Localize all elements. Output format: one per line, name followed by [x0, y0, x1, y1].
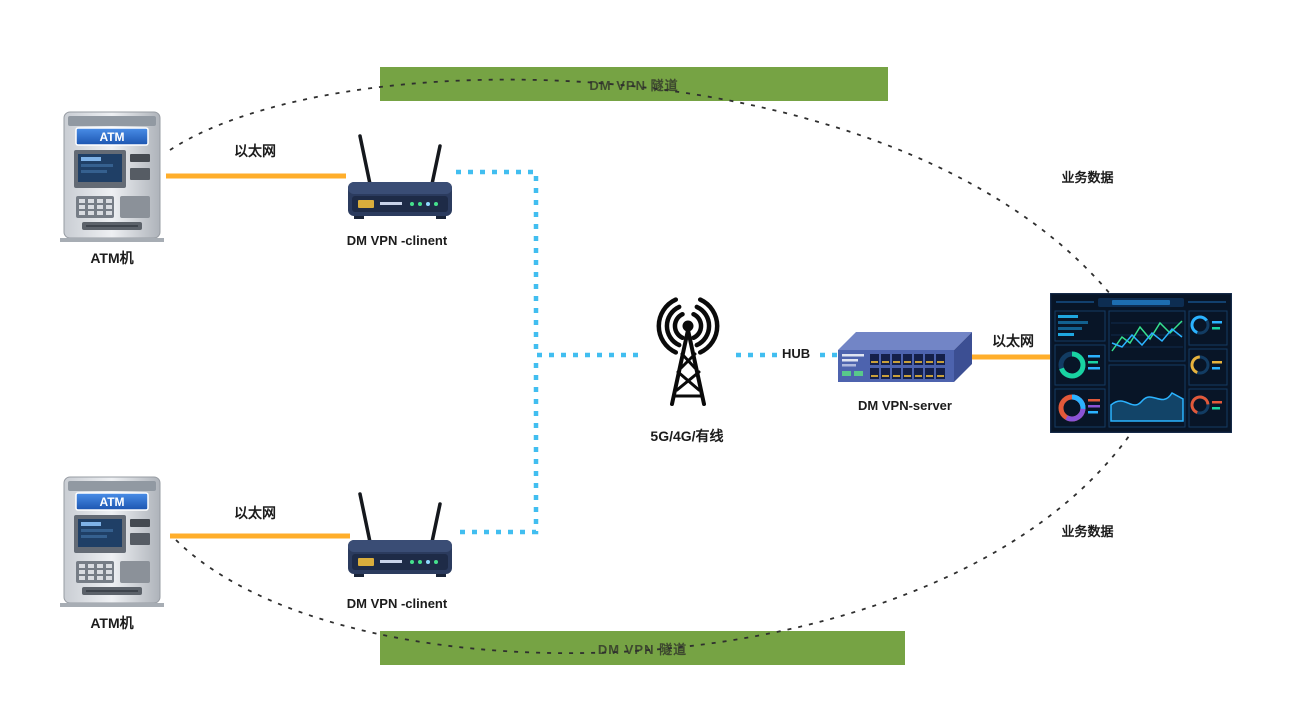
hub-label: HUB	[779, 346, 814, 361]
ethernet-label-bottom: 以太网	[234, 505, 276, 521]
atm-icon: ATM	[60, 476, 164, 607]
wireless-link-top	[456, 169, 642, 358]
vpn-tunnel-arc-top	[169, 78, 1143, 339]
switch-icon	[838, 332, 972, 382]
dashboard-screen-icon	[1049, 292, 1233, 434]
switch-ports	[870, 354, 945, 379]
vpn-server-label: DM VPN-server	[858, 398, 952, 413]
atm-machine-top: ATM	[60, 110, 164, 247]
ethernet-label-top: 以太网	[234, 143, 276, 159]
atm-machine-bottom: ATM	[60, 475, 164, 612]
ethernet-label-right: 以太网	[992, 333, 1034, 349]
router-icon	[348, 492, 452, 577]
antenna-icon	[656, 297, 720, 406]
vpn-tunnel-banner-bottom: DM VPN 隧道	[380, 631, 905, 665]
atm-icon: ATM	[60, 111, 164, 242]
atm-badge: ATM	[99, 130, 124, 144]
antenna-label: 5G/4G/有线	[650, 428, 724, 444]
atm-badge: ATM	[99, 495, 124, 509]
vpn-server-switch	[836, 326, 974, 393]
wireless-link-bottom	[460, 360, 539, 535]
business-data-label-top: 业务数据	[1061, 170, 1114, 185]
cellular-antenna	[633, 292, 743, 429]
dashboard-monitor	[1049, 292, 1233, 438]
business-data-label-bottom: 业务数据	[1061, 524, 1114, 539]
vpn-client-router-top	[340, 130, 460, 235]
vpn-client-router-bottom	[340, 488, 460, 593]
router-icon	[348, 134, 452, 219]
vpn-tunnel-arc-bottom	[175, 419, 1141, 655]
vpn-client-bottom-label: DM VPN -clinent	[346, 596, 448, 611]
vpn-tunnel-banner-bottom-label: DM VPN 隧道	[597, 641, 688, 657]
atm-top-label: ATM机	[90, 250, 134, 266]
vpn-client-top-label: DM VPN -clinent	[346, 233, 448, 248]
atm-bottom-label: ATM机	[90, 615, 134, 631]
